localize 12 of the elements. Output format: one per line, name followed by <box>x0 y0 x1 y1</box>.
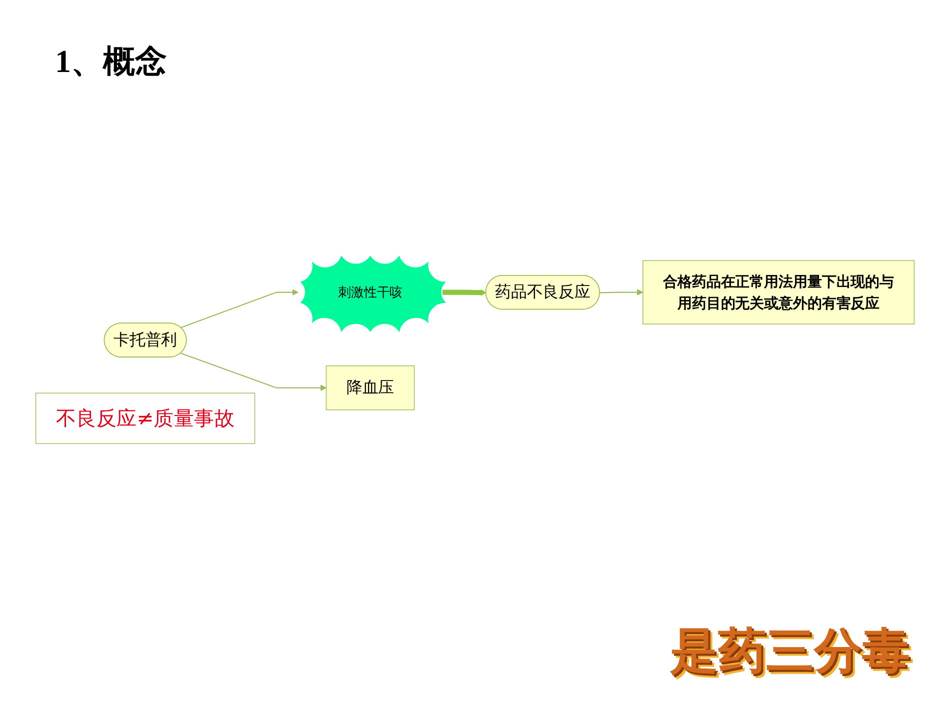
arrow <box>180 352 327 392</box>
stadium-node: 卡托普利 <box>104 322 187 358</box>
starburst-node: 刺激性干咳 <box>300 256 446 332</box>
note-box: 不良反应≠质量事故 <box>35 392 256 444</box>
arrow <box>180 289 298 328</box>
process-box: 降血压 <box>326 365 415 410</box>
slide-title: 1、概念 <box>55 42 167 81</box>
arrow <box>442 289 486 296</box>
slogan-text: 是药三分毒 <box>670 622 910 681</box>
definition-box: 合格药品在正常用法用量下出现的与用药目的无关或意外的有害反应 <box>642 260 915 324</box>
stadium-node: 药品不良反应 <box>485 274 600 310</box>
arrow <box>600 289 644 296</box>
